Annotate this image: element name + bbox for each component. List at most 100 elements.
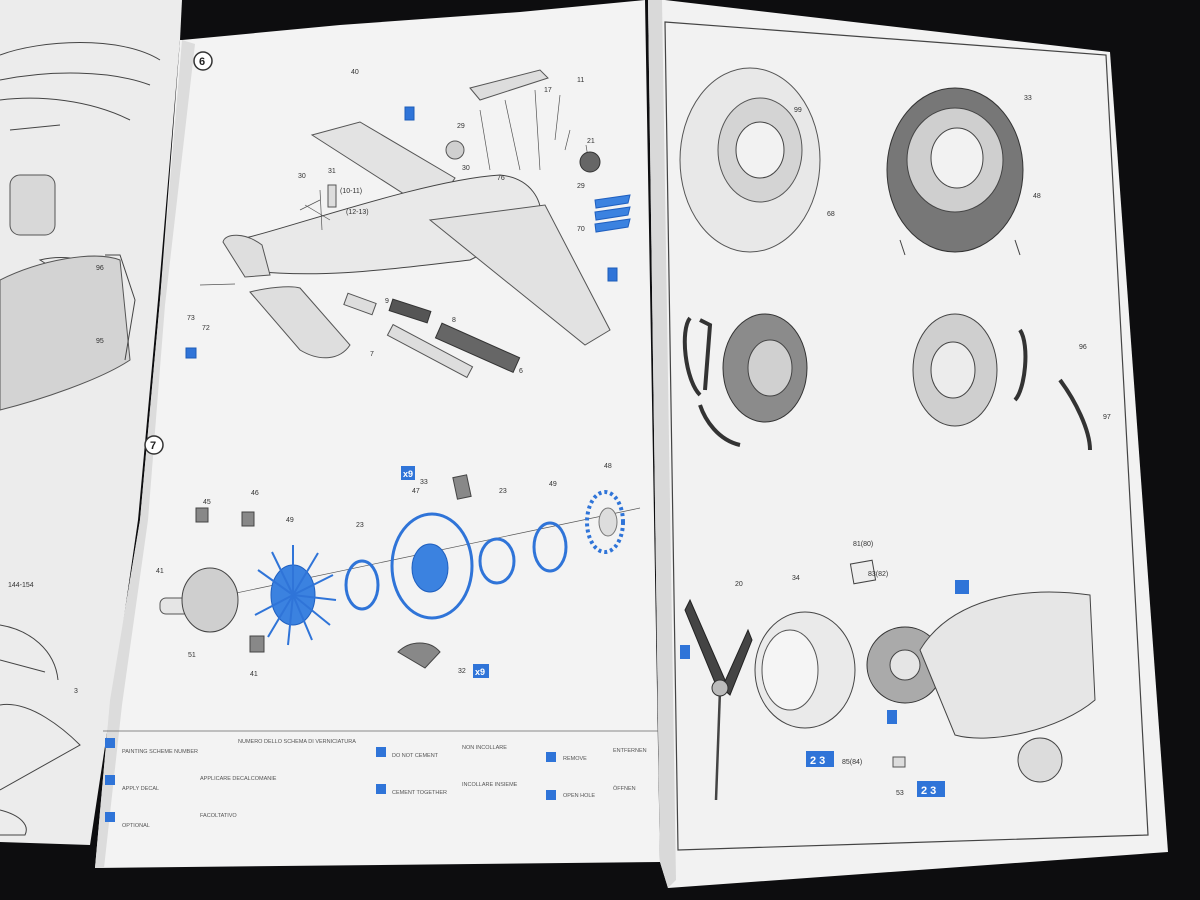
- legend-text: DO NOT CEMENT: [392, 753, 439, 759]
- part-label: 33: [1024, 95, 1032, 102]
- far-left-page: 96 95 144-154 3: [0, 0, 182, 845]
- legend-text: ÖFFNEN: [613, 785, 636, 792]
- quantity-badge-icon: [473, 664, 489, 678]
- left-manual-page: 6 4: [95, 0, 660, 868]
- legend-text: APPLICARE DECALCOMANIE: [200, 776, 277, 782]
- part-label: 96: [96, 265, 104, 272]
- part-label: 40: [351, 69, 359, 76]
- quantity-badge-icon: [401, 466, 415, 480]
- part-label: 48: [1033, 193, 1041, 200]
- quantity-badge: x9: [475, 667, 485, 677]
- part-label: 51: [188, 652, 196, 659]
- part-label: 73: [187, 315, 195, 322]
- part-label: 53: [896, 790, 904, 797]
- painting-scheme-icon: [404, 106, 415, 121]
- part-label: 97: [1103, 414, 1111, 421]
- part-label: 49: [286, 517, 294, 524]
- decal-number: 2 3: [810, 755, 825, 767]
- step-7-number: 7: [150, 440, 156, 452]
- part-label: 49: [549, 481, 557, 488]
- part-label: 70: [577, 226, 585, 233]
- no-cement-icon: [376, 747, 386, 757]
- engine-cowling-views: [679, 67, 1024, 256]
- part-label: 81(80): [853, 541, 873, 548]
- part-label: 45: [203, 499, 211, 506]
- right-part-labels: 99 68 33 48 96 97 81(80) 83(82) 20 34 85…: [735, 95, 1111, 797]
- part-label: 20: [735, 581, 743, 588]
- part-label: 3: [74, 688, 78, 695]
- part-label: 34: [792, 575, 800, 582]
- step-6-number: 6: [199, 56, 205, 68]
- step-6-marker: [193, 51, 213, 71]
- nose-assembly-diagram: 2 3 2 3: [680, 559, 1096, 801]
- legend-text: PAINTING SCHEME NUMBER: [122, 749, 198, 755]
- part-label: (12-13): [346, 209, 369, 216]
- decal-number-badge: [917, 781, 945, 797]
- page-border: [664, 21, 1149, 851]
- part-label: 68: [827, 211, 835, 218]
- part-label: 47: [412, 488, 420, 495]
- part-label: 23: [356, 522, 364, 529]
- legend-text: APPLY DECAL: [122, 786, 159, 792]
- right-manual-page: 2 3 2 3 99 68 33 48 96 97 81(80) 83(82) …: [648, 0, 1168, 888]
- part-label: (10-11): [340, 188, 362, 195]
- part-label: 85(84): [842, 759, 862, 766]
- part-label: 41: [250, 671, 258, 678]
- part-label: 6: [519, 368, 523, 375]
- engine-exhaust-views: [682, 313, 1092, 451]
- part-label: 7: [370, 351, 374, 358]
- part-label: 21: [587, 138, 595, 145]
- part-label: 96: [1079, 344, 1087, 351]
- step-6-part-labels: 40 31 (10-11) (12-13) 30 29 30 17 11 21 …: [187, 69, 595, 375]
- optional-icon: [105, 812, 115, 822]
- part-label: 31: [328, 168, 336, 175]
- part-label: 23: [499, 488, 507, 495]
- painting-scheme-icon: [887, 710, 897, 724]
- step-7-marker: [144, 435, 164, 455]
- part-range-label: 144-154: [8, 582, 34, 589]
- painting-scheme-icon: [680, 645, 690, 659]
- part-label: 30: [462, 165, 470, 172]
- step-7-engine-diagram: x9 x9: [159, 466, 641, 678]
- part-label: 83(82): [868, 571, 888, 578]
- part-label: 76: [497, 175, 505, 182]
- decal-number: 2 3: [921, 785, 936, 797]
- part-label: 30: [298, 173, 306, 180]
- decal-number-badge: [806, 751, 834, 767]
- legend-text: OPEN HOLE: [563, 793, 595, 799]
- legend-text: REMOVE: [563, 756, 587, 762]
- symbol-legend: PAINTING SCHEME NUMBER APPLY DECAL OPTIO…: [105, 738, 647, 829]
- part-label: 72: [202, 325, 210, 332]
- part-label: 33: [420, 479, 428, 486]
- part-label: 17: [544, 87, 552, 94]
- legend-text: OPTIONAL: [122, 823, 150, 829]
- part-label: 29: [457, 123, 465, 130]
- remove-icon: [546, 752, 556, 762]
- part-label: 41: [156, 568, 164, 575]
- open-hole-icon: [546, 790, 556, 800]
- part-label: 48: [604, 463, 612, 470]
- part-label: 95: [96, 338, 104, 345]
- part-label: 29: [577, 183, 585, 190]
- legend-text: NON INCOLLARE: [462, 745, 507, 751]
- part-label: 99: [794, 107, 802, 114]
- legend-text: FACOLTATIVO: [200, 813, 237, 819]
- quantity-badge: x9: [403, 469, 413, 479]
- legend-text: CEMENT TOGETHER: [392, 790, 447, 796]
- legend-text: INCOLLARE INSIEME: [462, 782, 518, 788]
- step-7-part-labels: 45 46 49 23 47 33 23 49 48 41 51 41 32: [156, 463, 612, 678]
- part-label: 8: [452, 317, 456, 324]
- legend-text: NUMERO DELLO SCHEMA DI VERNICIATURA: [238, 739, 356, 745]
- step-6-aircraft-diagram: [185, 69, 631, 379]
- painting-scheme-icon: [607, 267, 618, 282]
- part-label: 9: [385, 298, 389, 305]
- part-label: 32: [458, 668, 466, 675]
- part-label: 46: [251, 490, 259, 497]
- part-label: 11: [577, 77, 584, 84]
- decal-icon: [105, 775, 115, 785]
- painting-scheme-icon: [105, 738, 115, 748]
- cement-icon: [376, 784, 386, 794]
- legend-text: ENTFERNEN: [613, 748, 647, 754]
- decal-icon: [185, 347, 197, 359]
